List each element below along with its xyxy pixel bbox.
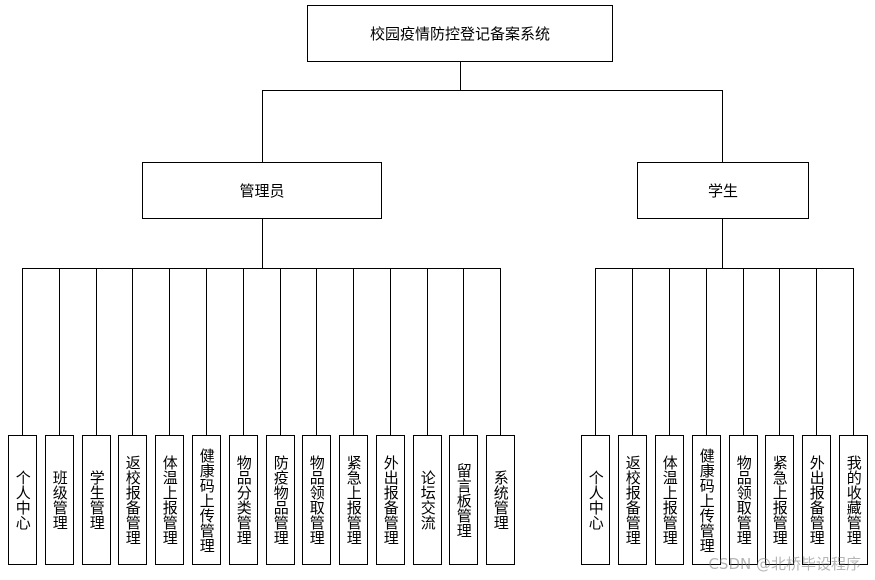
admin-leaf-node: 个人中心	[8, 435, 37, 565]
student-leaf-node: 外出报备管理	[802, 435, 831, 565]
admin-leaf-connector	[169, 268, 170, 435]
branch-node-student: 学生	[637, 162, 809, 219]
student-leaf-node: 物品领取管理	[729, 435, 758, 565]
admin-leaf-node: 物品分类管理	[229, 435, 258, 565]
branch-node-admin: 管理员	[142, 162, 382, 219]
student-leaf-node: 个人中心	[581, 435, 610, 565]
admin-leaf-node: 论坛交流	[413, 435, 442, 565]
admin-leaf-connector	[316, 268, 317, 435]
admin-leaf-bar	[22, 268, 500, 269]
admin-leaf-node: 系统管理	[486, 435, 515, 565]
student-leaf-node: 健康码上传管理	[692, 435, 721, 565]
admin-leaf-connector	[96, 268, 97, 435]
student-leaf-connector	[816, 268, 817, 435]
admin-leaf-node: 防疫物品管理	[266, 435, 295, 565]
admin-leaf-connector	[390, 268, 391, 435]
student-leaf-node: 紧急上报管理	[765, 435, 794, 565]
admin-leaf-node: 返校报备管理	[118, 435, 147, 565]
student-leaf-connector	[595, 268, 596, 435]
admin-leaf-node: 班级管理	[45, 435, 74, 565]
student-leaf-connector	[632, 268, 633, 435]
student-leaf-connector	[743, 268, 744, 435]
admin-leaf-node: 紧急上报管理	[339, 435, 368, 565]
student-stem-line	[722, 219, 723, 268]
admin-leaf-connector	[500, 268, 501, 435]
admin-drop-line	[262, 90, 263, 162]
admin-stem-line	[262, 219, 263, 268]
admin-leaf-connector	[59, 268, 60, 435]
root-node-label: 校园疫情防控登记备案系统	[369, 25, 550, 43]
admin-leaf-node: 物品领取管理	[302, 435, 331, 565]
student-leaf-node: 体温上报管理	[655, 435, 684, 565]
student-leaf-connector	[779, 268, 780, 435]
student-leaf-node: 我的收藏管理	[839, 435, 868, 565]
student-drop-line	[722, 90, 723, 162]
admin-leaf-connector	[22, 268, 23, 435]
branch-node-admin-label: 管理员	[239, 182, 285, 200]
admin-leaf-connector	[427, 268, 428, 435]
student-leaf-node: 返校报备管理	[618, 435, 647, 565]
student-leaf-connector	[669, 268, 670, 435]
admin-leaf-connector	[206, 268, 207, 435]
admin-leaf-connector	[132, 268, 133, 435]
branch-node-student-label: 学生	[707, 182, 738, 200]
admin-leaf-connector	[280, 268, 281, 435]
student-leaf-bar	[595, 268, 853, 269]
admin-leaf-node: 体温上报管理	[155, 435, 184, 565]
admin-leaf-connector	[243, 268, 244, 435]
root-branch-bar	[262, 90, 723, 91]
admin-leaf-connector	[463, 268, 464, 435]
root-node: 校园疫情防控登记备案系统	[307, 5, 613, 62]
student-leaf-connector	[853, 268, 854, 435]
admin-leaf-node: 留言板管理	[449, 435, 478, 565]
root-stem-line	[460, 62, 461, 90]
admin-leaf-connector	[353, 268, 354, 435]
admin-leaf-node: 学生管理	[82, 435, 111, 565]
watermark-text: CSDN @北桥毕设程序	[708, 555, 861, 573]
admin-leaf-node: 健康码上传管理	[192, 435, 221, 565]
admin-leaf-node: 外出报备管理	[376, 435, 405, 565]
student-leaf-connector	[706, 268, 707, 435]
